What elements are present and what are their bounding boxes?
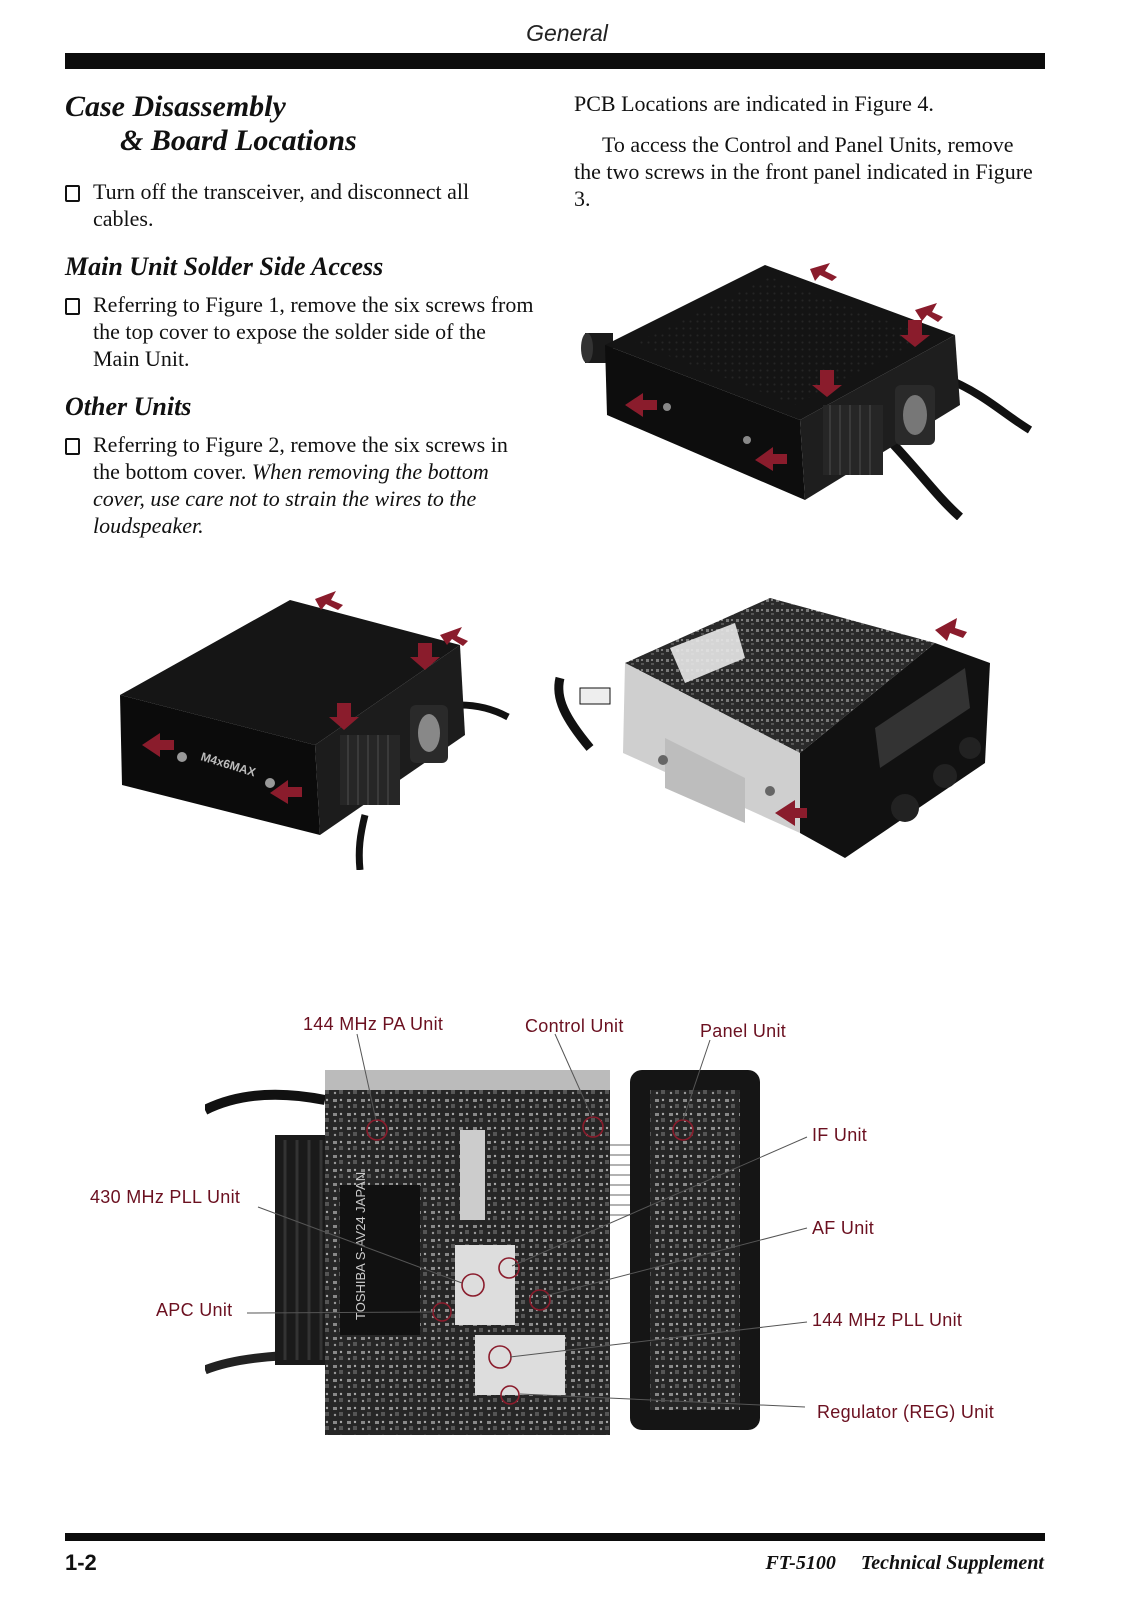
step-bottom-cover: Referring to Figure 2, remove the six sc… bbox=[65, 431, 535, 539]
step-bottom-cover-text: Referring to Figure 2, remove the six sc… bbox=[93, 432, 508, 538]
pcb-locations-paragraph: PCB Locations are indicated in Figure 4. bbox=[574, 91, 934, 116]
transformer-marking-text: TOSHIBA S-AV24 JAPAN bbox=[353, 1172, 368, 1320]
checkbox-icon bbox=[65, 298, 80, 315]
figure2-bottom-cover-photo: M4x6MAX bbox=[120, 591, 510, 870]
figure4-board-locations-photo: TOSHIBA S-AV24 JAPAN bbox=[205, 1070, 760, 1435]
label-af-unit: AF Unit bbox=[812, 1218, 875, 1238]
page-number: 1-2 bbox=[65, 1550, 97, 1575]
label-panel-unit: Panel Unit bbox=[700, 1021, 787, 1041]
step-top-cover-text: Referring to Figure 1, remove the six sc… bbox=[93, 292, 534, 371]
checkbox-icon bbox=[65, 438, 80, 455]
footer-rule bbox=[65, 1533, 1045, 1541]
caution-note: When removing the bottom cover, use care… bbox=[93, 459, 489, 538]
step-top-cover: Referring to Figure 1, remove the six sc… bbox=[65, 291, 535, 372]
step-disconnect: Turn off the transceiver, and disconnect… bbox=[65, 178, 535, 232]
figure3-front-panel-photo bbox=[554, 598, 990, 858]
label-regulator-unit: Regulator (REG) Unit bbox=[817, 1402, 995, 1422]
footer-doc-title: Technical Supplement bbox=[860, 1552, 1044, 1574]
section-heading-other-units: Other Units bbox=[65, 392, 192, 421]
label-if-unit: IF Unit bbox=[812, 1125, 868, 1145]
page-header-title: General bbox=[526, 20, 608, 46]
checkbox-icon bbox=[65, 185, 80, 202]
main-heading-line2: & Board Locations bbox=[120, 124, 357, 157]
front-panel-paragraph: To access the Control and Panel Units, r… bbox=[574, 132, 1033, 211]
left-column: Case Disassembly & Board Locations Turn … bbox=[65, 90, 535, 538]
footer-model: FT-5100 bbox=[765, 1552, 836, 1574]
main-heading: Case Disassembly & Board Locations bbox=[65, 90, 535, 158]
step-disconnect-text: Turn off the transceiver, and disconnect… bbox=[93, 179, 470, 231]
label-144mhz-pll-unit: 144 MHz PLL Unit bbox=[812, 1310, 963, 1330]
main-heading-line1: Case Disassembly bbox=[65, 90, 286, 123]
label-apc-unit: APC Unit bbox=[156, 1300, 233, 1320]
label-144mhz-pa-unit: 144 MHz PA Unit bbox=[303, 1014, 444, 1034]
label-430mhz-pll-unit: 430 MHz PLL Unit bbox=[90, 1187, 241, 1207]
footer-title: FT-5100 Technical Supplement bbox=[765, 1552, 1044, 1575]
label-control-unit: Control Unit bbox=[525, 1016, 624, 1036]
right-column: PCB Locations are indicated in Figure 4.… bbox=[574, 90, 1044, 212]
figure1-top-cover-photo bbox=[581, 263, 1033, 520]
header-rule bbox=[65, 53, 1045, 69]
section-heading-main-unit: Main Unit Solder Side Access bbox=[65, 252, 384, 281]
